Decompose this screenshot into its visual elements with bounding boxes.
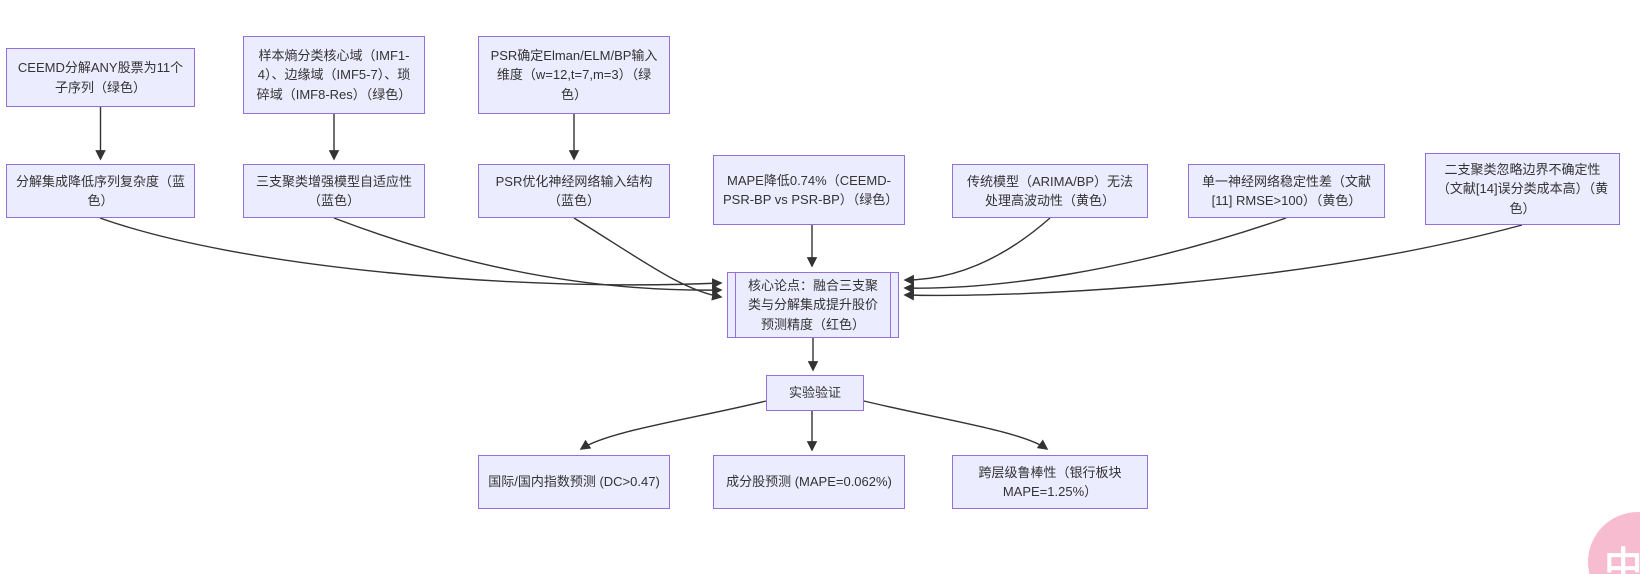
node-ceemd-decompose: CEEMD分解ANY股票为11个子序列（绿色）: [6, 48, 195, 107]
node-psr-input-dimension: PSR确定Elman/ELM/BP输入维度（w=12,t=7,m=3）（绿色）: [478, 36, 670, 114]
node-sample-entropy: 样本熵分类核心域（IMF1-4）、边缘域（IMF5-7）、琐碎域（IMF8-Re…: [243, 36, 425, 114]
edge-experiment-robustness: [863, 400, 1049, 450]
edge-traditional-core: [903, 217, 1051, 286]
node-decompose-complexity: 分解集成降低序列复杂度（蓝色）: [6, 164, 195, 218]
node-core-thesis: 核心论点：融合三支聚类与分解集成提升股价预测精度（红色）: [727, 272, 899, 338]
edge-twoway-core: [903, 224, 1523, 301]
node-traditional-limit: 传统模型（ARIMA/BP）无法处理高波动性（黄色）: [952, 164, 1148, 218]
edge-decompose-core: [99, 217, 723, 289]
edge-experiment-indexpred: [579, 400, 767, 450]
node-index-prediction: 国际/国内指数预测 (DC>0.47): [478, 455, 670, 509]
node-mape-improvement: MAPE降低0.74%（CEEMD-PSR-BP vs PSR-BP）（绿色）: [713, 155, 905, 225]
node-experiment-validation: 实验验证: [766, 375, 864, 411]
translate-button[interactable]: 中A: [1588, 512, 1640, 574]
edge-threeway-core: [333, 217, 723, 296]
node-psr-input-structure: PSR优化神经网络输入结构（蓝色）: [478, 164, 670, 218]
node-constituent-prediction: 成分股预测 (MAPE=0.062%): [713, 455, 905, 509]
node-twoway-limit: 二支聚类忽略边界不确定性（文献[14]误分类成本高）（黄色）: [1425, 153, 1620, 225]
node-crosslevel-robustness: 跨层级鲁棒性（银行板块 MAPE=1.25%）: [952, 455, 1148, 509]
edge-singlenn-core: [903, 217, 1287, 294]
edge-psrstruct-core: [573, 217, 723, 301]
node-single-nn-limit: 单一神经网络稳定性差（文献[11] RMSE>100）（黄色）: [1188, 164, 1385, 218]
node-threeway-adaptivity: 三支聚类增强模型自适应性（蓝色）: [243, 164, 425, 218]
